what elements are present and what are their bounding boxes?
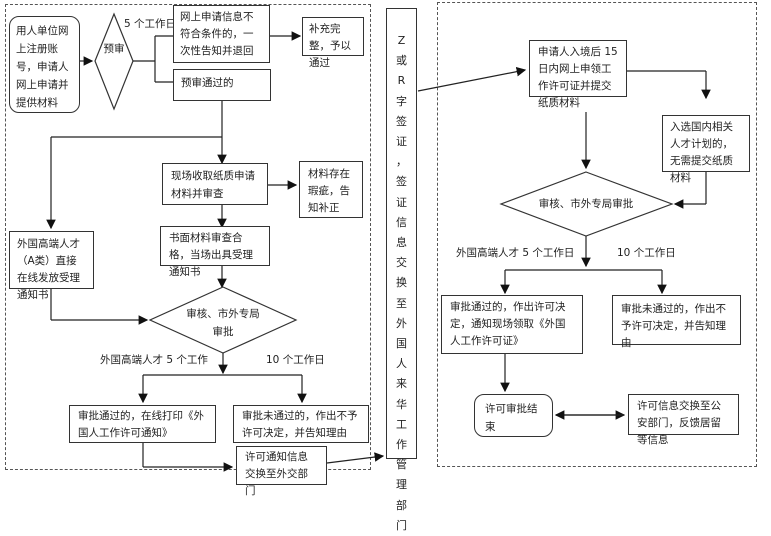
onsite-collect-box: 现场收取纸质申请材料并审查 (162, 163, 268, 205)
precheck-pass-box: 预审通过的 (173, 69, 271, 101)
right-rejected-box: 审批未通过的，作出不予许可决定，并告知理由 (612, 295, 741, 349)
exchange-foreign-affairs-box: 许可通知信息交换至外交部门 (236, 446, 327, 497)
right-phase-region (437, 2, 757, 467)
connector-lines (46, 12, 711, 472)
right-approved-box: 审批通过的，作出许可决定，通知现场领取《外国人工作许可证》 (441, 295, 583, 354)
precheck-diamond-label: 预审 (103, 43, 125, 55)
approval-end-box: 许可审批结束 (474, 394, 553, 437)
precheck-diamond-shape (94, 12, 134, 111)
visa-exchange-vertical-box: Z 或 R 字 签 证 ， 签 证 信 息 交 换 至 外 国 人 来 华 工 … (386, 8, 417, 532)
left-review-diamond-label: 审核、市外专局审批 (186, 308, 260, 338)
left-phase-region (5, 4, 371, 470)
start-text: 用人单位网上注册账号，申请人网上申请并提供材料 (16, 25, 69, 109)
left-approved-box: 审批通过的，在线打印《外国人工作许可通知》 (69, 405, 216, 443)
supplement-box: 补充完整，予以通过 (302, 17, 364, 69)
right-high-end-days-label: 外国高端人才 5 个工作日 (456, 247, 575, 259)
talent-plan-exempt-box: 入选国内相关人才计划的，无需提交纸质材料 (662, 115, 750, 184)
reject-online-box: 网上申请信息不符合条件的，一次性告知并退回 (173, 5, 270, 63)
exchange-police-box: 许可信息交换至公安部门，反馈居留等信息 (628, 394, 739, 446)
material-defect-box: 材料存在瑕疵，告知补正 (299, 161, 363, 218)
left-high-end-days-label: 外国高端人才 5 个工作 (100, 354, 208, 366)
left-normal-days-label: 10 个工作日 (266, 354, 325, 366)
apply-after-entry-box: 申请人入境后 15 日内网上申领工作许可证并提交纸质材料 (529, 40, 627, 109)
precheck-days-label: 5 个工作日 (124, 18, 177, 30)
right-normal-days-label: 10 个工作日 (617, 247, 676, 259)
written-pass-box: 书面材料审查合格，当场出具受理通知书 (160, 226, 270, 278)
left-rejected-box: 审批未通过的，作出不予许可决定，并告知理由 (233, 405, 369, 443)
class-a-direct-box: 外国高端人才（A类）直接在线发放受理通知书 (9, 231, 94, 301)
right-review-diamond-label: 审核、市外专局审批 (538, 198, 634, 210)
start-box: 用人单位网上注册账号，申请人网上申请并提供材料 (9, 16, 80, 113)
